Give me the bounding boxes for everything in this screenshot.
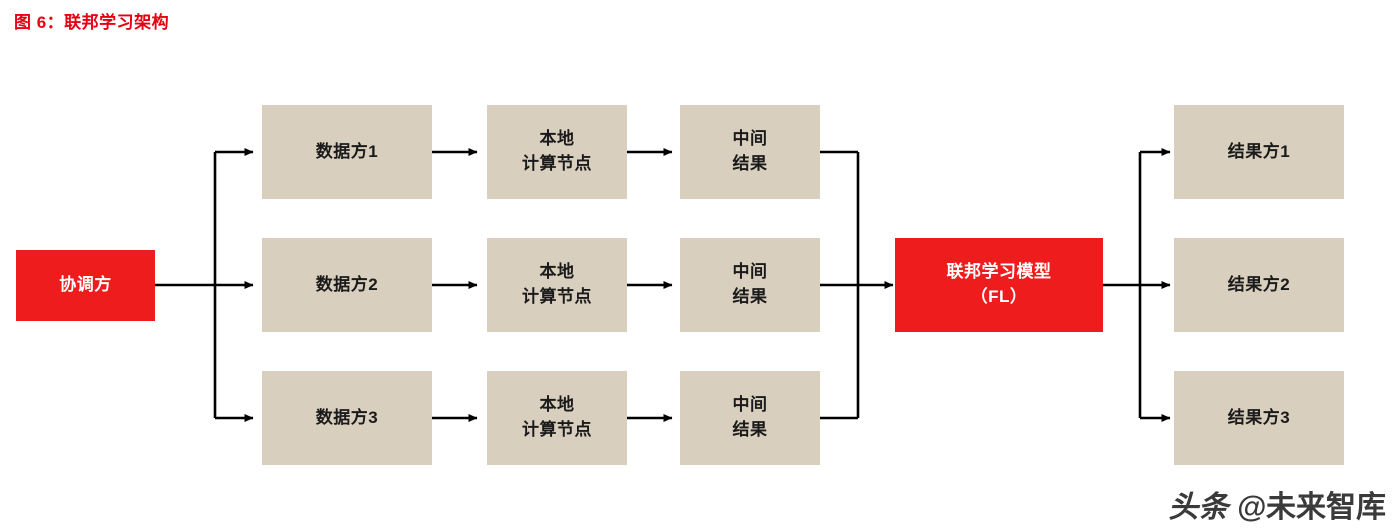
node-compute-2-line2: 计算节点 (522, 287, 592, 306)
node-intermediate-3-line1: 中间 (732, 395, 768, 415)
node-result-party-3-label: 结果方3 (1227, 407, 1291, 427)
watermark: 头条 @未来智库 (1168, 482, 1386, 526)
node-compute-1[interactable]: 本地 计算节点 (487, 105, 627, 199)
node-data-party-3[interactable]: 数据方3 (262, 371, 432, 465)
node-federated-model-line1: 联邦学习模型 (946, 262, 1052, 282)
node-result-party-1-label: 结果方1 (1227, 141, 1291, 161)
node-compute-1-line1: 本地 (539, 129, 575, 149)
node-compute-3-line2: 计算节点 (522, 420, 592, 439)
node-data-party-2-label: 数据方2 (315, 274, 379, 294)
node-result-party-3[interactable]: 结果方3 (1174, 371, 1344, 465)
node-compute-2[interactable]: 本地 计算节点 (487, 238, 627, 332)
watermark-prefix: 头条 @ (1168, 491, 1266, 524)
node-compute-3[interactable]: 本地 计算节点 (487, 371, 627, 465)
node-intermediate-2-line1: 中间 (732, 262, 768, 282)
node-result-party-1[interactable]: 结果方1 (1174, 105, 1344, 199)
node-coordinator[interactable]: 协调方 (16, 250, 155, 321)
node-intermediate-1-line2: 结果 (732, 154, 768, 173)
node-data-party-2[interactable]: 数据方2 (262, 238, 432, 332)
node-intermediate-2[interactable]: 中间 结果 (680, 238, 820, 332)
connector-model-result-bus (1103, 152, 1142, 418)
node-data-party-3-label: 数据方3 (315, 407, 379, 427)
node-compute-3-line1: 本地 (539, 395, 575, 415)
node-intermediate-3-line2: 结果 (732, 420, 768, 439)
node-data-party-1-label: 数据方1 (315, 141, 379, 161)
node-intermediate-1-line1: 中间 (732, 129, 768, 149)
figure-title: 图 6：联邦学习架构 (14, 13, 170, 32)
node-coordinator-label: 协调方 (59, 275, 112, 295)
node-intermediate-3[interactable]: 中间 结果 (680, 371, 820, 465)
connector-coordinator-bus (155, 152, 217, 418)
node-compute-1-line2: 计算节点 (522, 154, 592, 173)
connector-results-merge-bus (820, 150, 894, 420)
node-compute-2-line1: 本地 (539, 262, 575, 282)
node-federated-model[interactable]: 联邦学习模型 （FL） (895, 238, 1103, 332)
node-federated-model-line2: （FL） (970, 287, 1028, 306)
node-intermediate-1[interactable]: 中间 结果 (680, 105, 820, 199)
node-intermediate-2-line2: 结果 (732, 287, 768, 306)
node-data-party-1[interactable]: 数据方1 (262, 105, 432, 199)
watermark-name: 未来智库 (1266, 491, 1386, 524)
node-result-party-2[interactable]: 结果方2 (1174, 238, 1344, 332)
node-result-party-2-label: 结果方2 (1227, 274, 1291, 294)
